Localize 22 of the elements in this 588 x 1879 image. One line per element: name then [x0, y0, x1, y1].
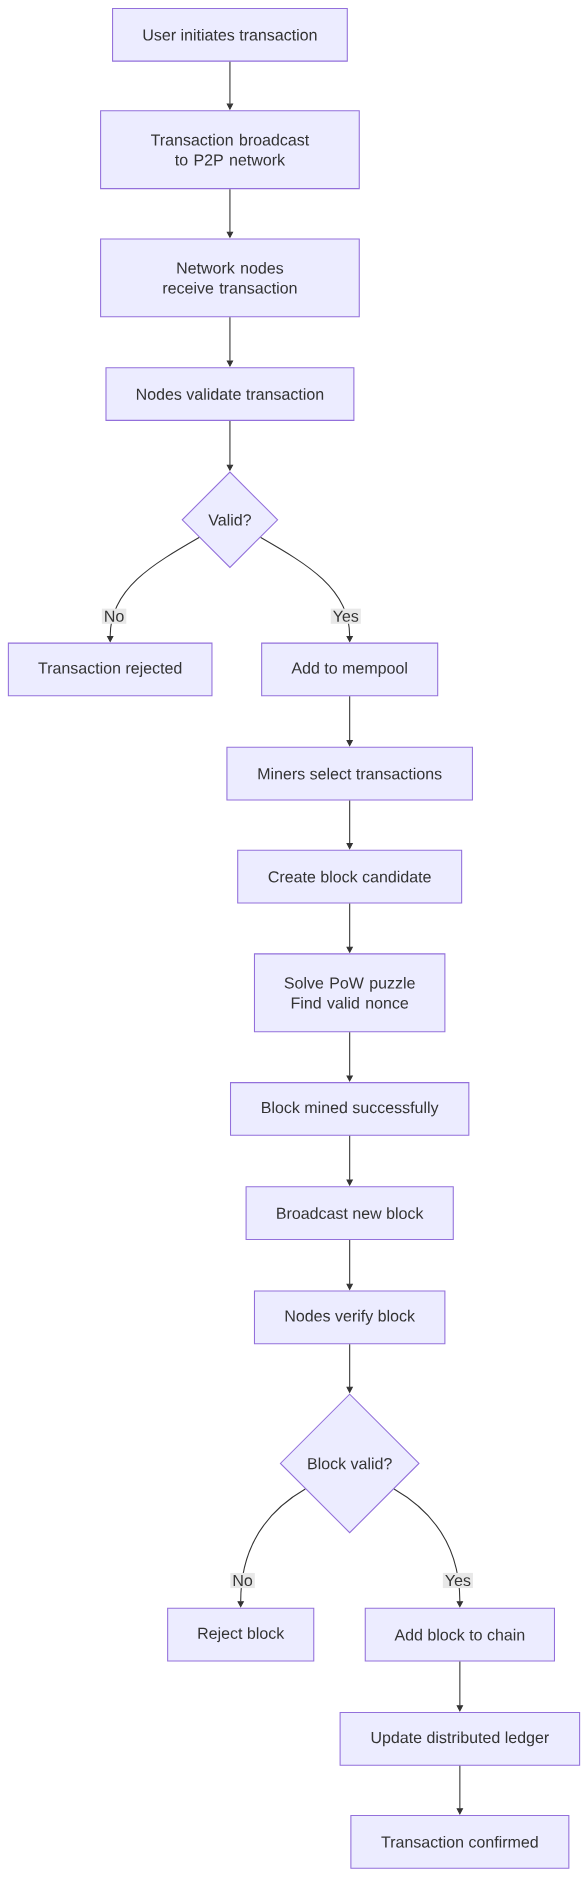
arrow	[456, 1661, 464, 1712]
process-box: Reject block	[167, 1607, 315, 1662]
arrow	[393, 1488, 464, 1608]
arrow	[346, 800, 354, 850]
process-box: Add to mempool	[261, 642, 439, 697]
arrow	[237, 1488, 306, 1608]
process-box: Add block to chain	[364, 1607, 555, 1662]
process-box: Nodes verify block	[253, 1290, 446, 1345]
process-box: Broadcast new block	[245, 1186, 454, 1240]
arrow	[456, 1765, 464, 1815]
process-box: Update distributed ledger	[339, 1711, 581, 1766]
process-box: Transaction broadcast to P2P network	[100, 110, 360, 190]
process-box: Nodes validate transaction	[105, 367, 355, 421]
process-box: Network nodes receive transaction	[100, 238, 360, 318]
process-box: Block mined successfully	[230, 1082, 470, 1136]
process-box: Transaction rejected	[7, 642, 213, 697]
process-box: Miners select transactions	[226, 746, 473, 801]
process-box: Solve PoW puzzle Find valid nonce	[253, 953, 446, 1033]
process-box: Create block candidate	[237, 849, 463, 904]
arrow	[346, 695, 354, 747]
process-box: User initiates transaction	[112, 7, 348, 62]
process-box: Transaction confirmed	[350, 1814, 570, 1869]
